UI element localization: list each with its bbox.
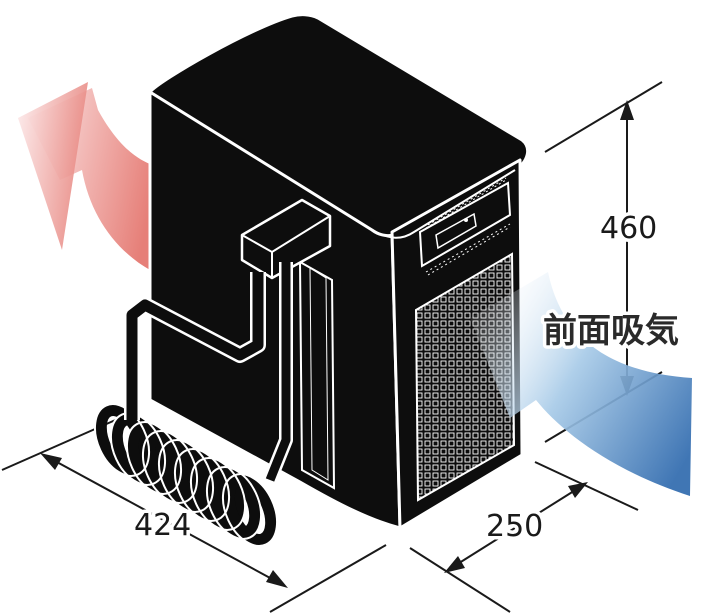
coiled-hose — [94, 404, 278, 546]
hose-tube-2-fill — [265, 262, 291, 482]
width-label: 424 — [134, 508, 191, 543]
hose-connector-edges — [241, 215, 331, 278]
height-label: 460 — [600, 211, 657, 246]
side-rail-inner — [309, 267, 329, 481]
depth-dimension-lines — [409, 461, 639, 613]
hose-connector-block — [240, 198, 332, 280]
control-indicator — [464, 218, 468, 222]
hose-tube-fill — [126, 272, 264, 420]
depth-arrowhead-right — [568, 482, 588, 498]
depth-arrowhead-left — [444, 556, 465, 573]
depth-label: 250 — [486, 509, 543, 544]
width-arrowhead-right — [266, 570, 288, 588]
front-bezel — [371, 169, 516, 239]
height-arrowhead-top — [620, 100, 634, 120]
panel-ribs-bottom — [425, 223, 511, 276]
panel-ribs-top — [425, 177, 507, 229]
intake-arrow-icon — [470, 272, 692, 496]
exhaust-arrow-head — [18, 82, 88, 250]
width-arrowhead-left — [40, 453, 62, 470]
coiled-hose-outline — [93, 403, 279, 547]
control-display — [435, 212, 477, 250]
side-rail — [298, 260, 336, 490]
front-intake-label: 前面吸気 — [543, 311, 679, 351]
